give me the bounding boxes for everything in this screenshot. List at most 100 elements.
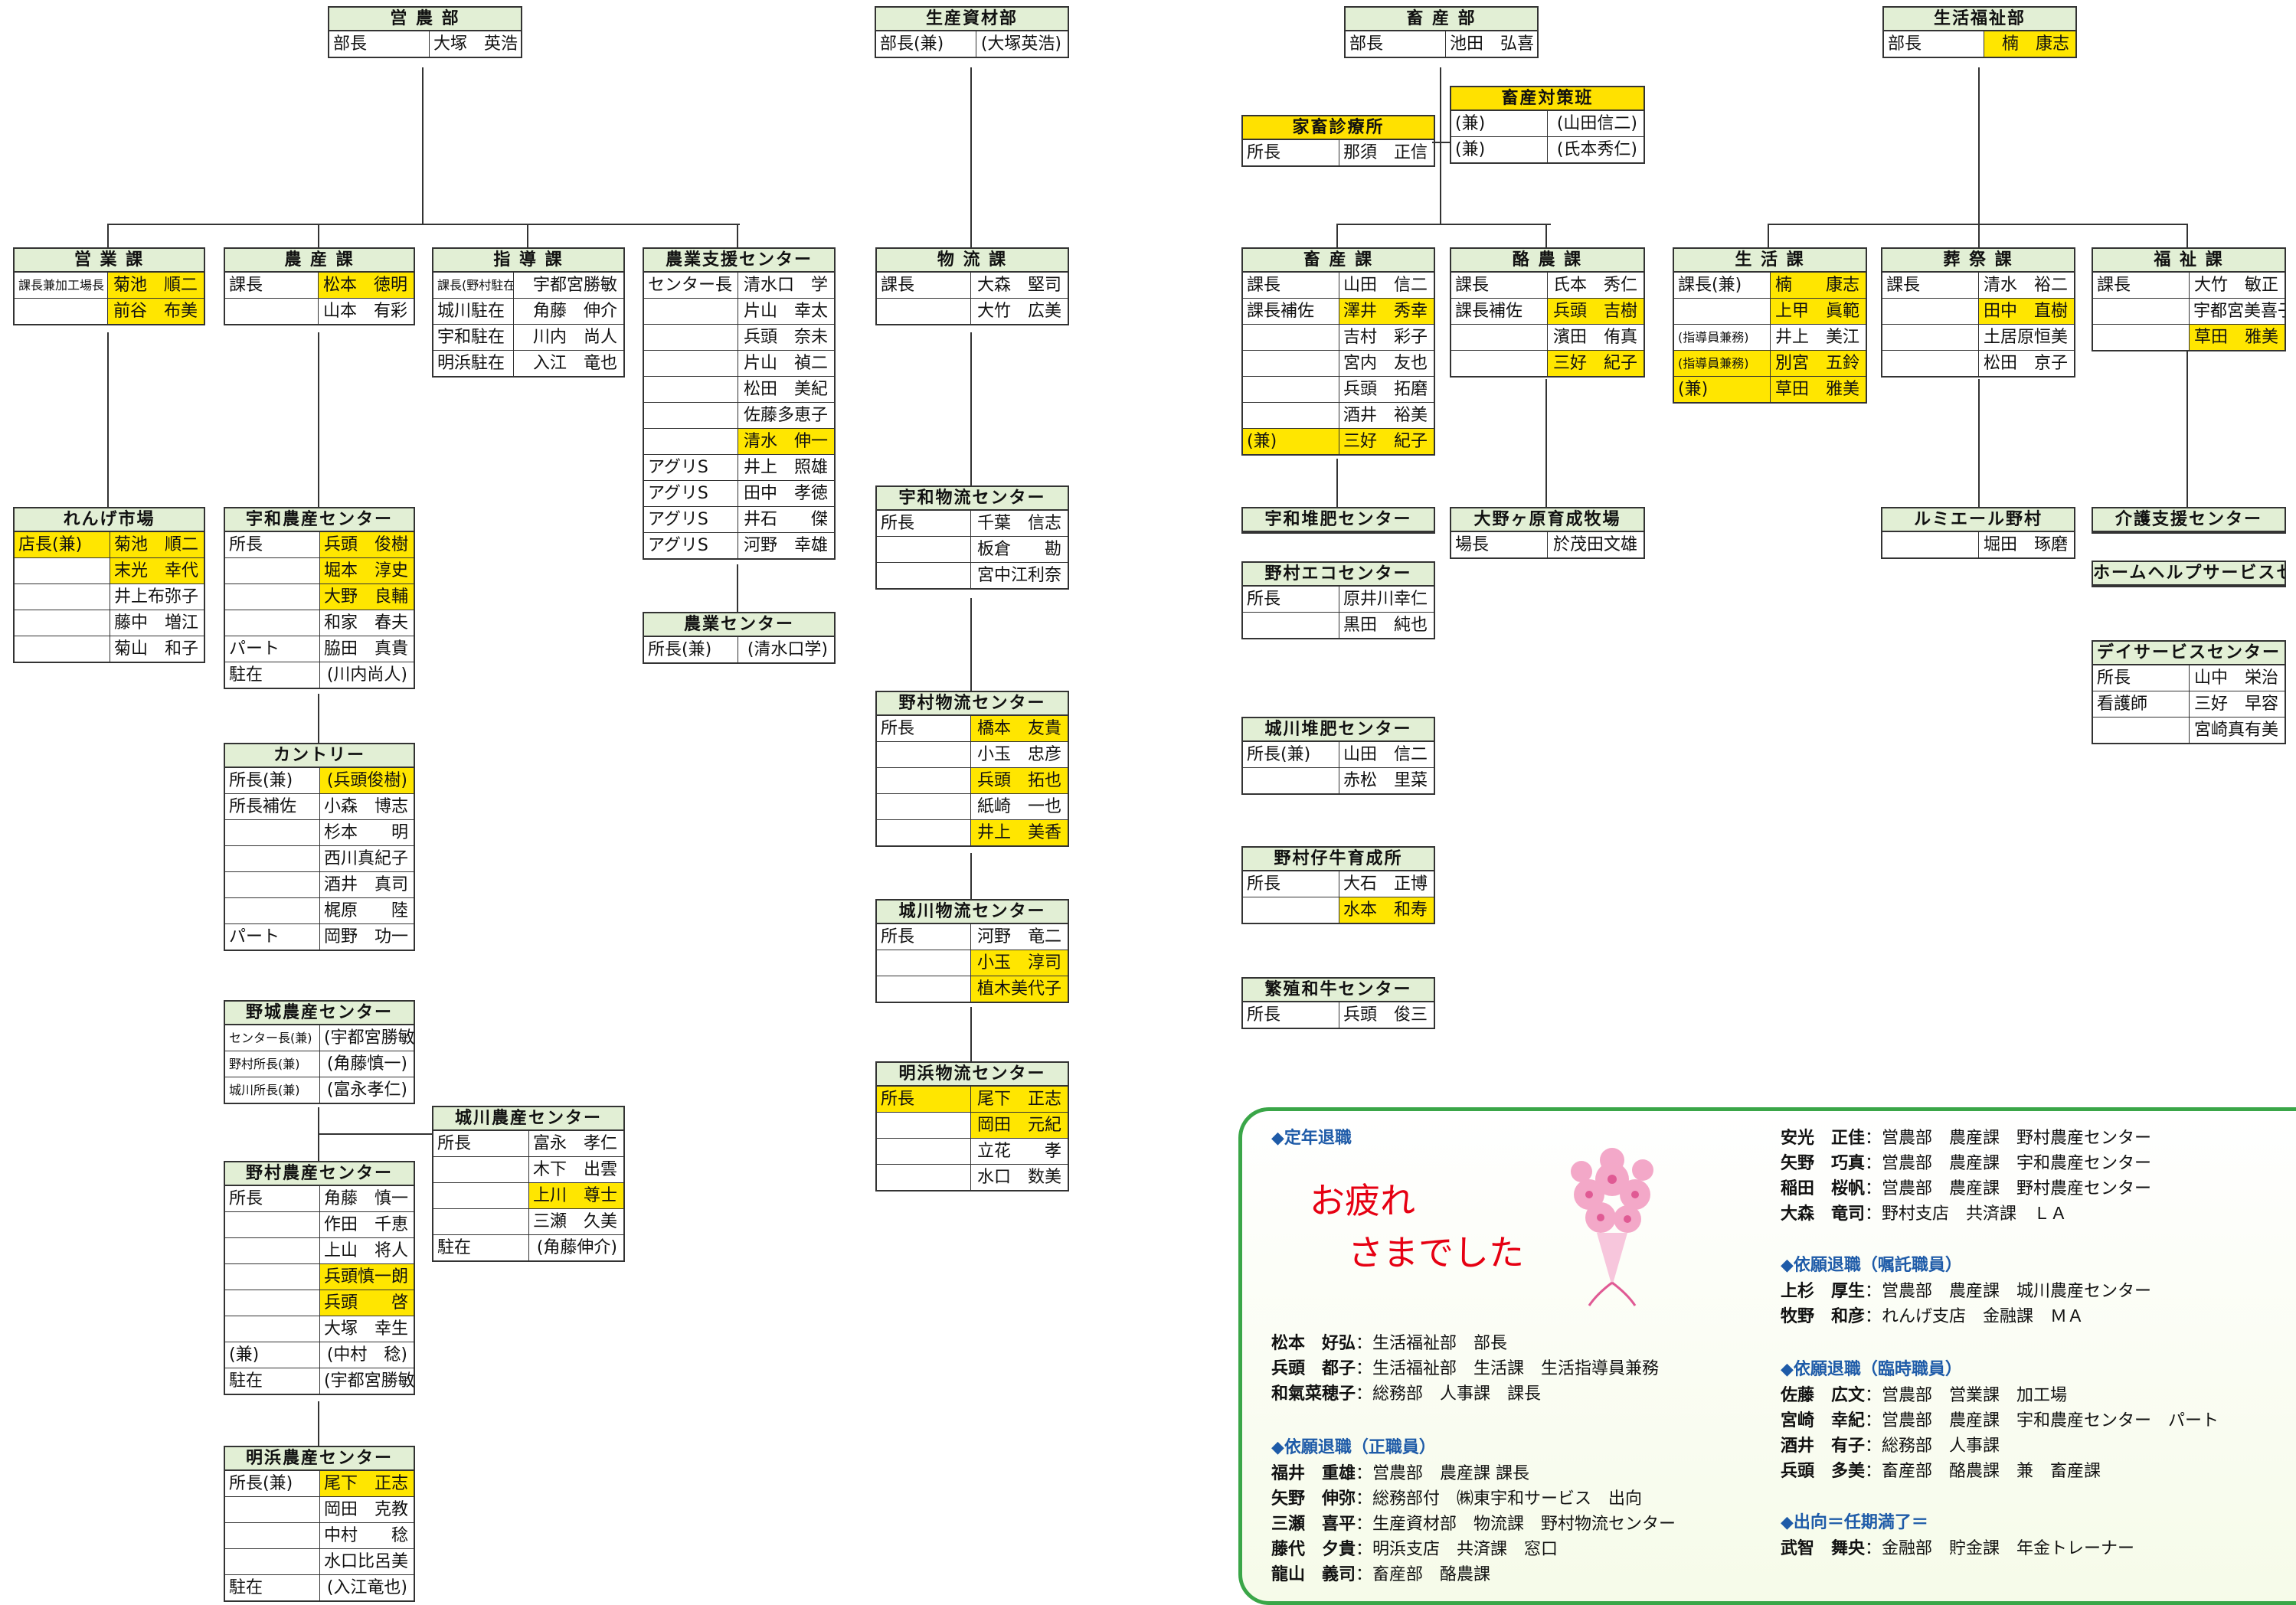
box-row: 場長於茂田文雄 [1451, 532, 1644, 557]
box-row: 所長那須 正信 [1243, 140, 1434, 165]
box-row: 明浜駐在入江 竜也 [433, 351, 623, 376]
retiree-desc: ：営農部 農産課 宇和農産センター [1865, 1154, 2152, 1173]
role-label [225, 299, 319, 324]
box-row: 所長富永 孝仁 [433, 1131, 623, 1157]
box-title: 明浜物流センター [877, 1063, 1068, 1087]
uwa-butsuryu-box: 宇和物流センター所長千葉 信志板倉 勘宮中江利奈 [875, 485, 1069, 590]
box-row: 堀本 淳史 [225, 558, 414, 584]
person-name: 大塚 英浩 [433, 34, 518, 54]
retiree-name: 矢野 巧真 [1781, 1154, 1866, 1173]
role-label [1882, 299, 1979, 324]
person-name: 井上布弥子 [114, 587, 199, 606]
role-label [877, 1165, 971, 1190]
role-label: 課長補佐 [1243, 299, 1339, 324]
box-row: 水口 数美 [877, 1165, 1068, 1190]
otsukare-text-2: さまでした [1348, 1232, 1524, 1273]
role-label: 所長 [877, 716, 971, 741]
role-label: (兼) [225, 1342, 320, 1368]
box-title: 営 農 部 [329, 8, 521, 31]
box-row: 課長補佐澤井 秀幸 [1243, 299, 1434, 325]
person-name: 赤松 里菜 [1343, 771, 1428, 790]
retiree-entry: 矢野 巧真：営農部 農産課 宇和農産センター [1781, 1151, 2151, 1176]
role-label [644, 377, 738, 402]
person-name: 井石 傑 [743, 510, 828, 529]
box-row: センター長(兼)(宇都宮勝敏) [225, 1025, 414, 1051]
role-label [15, 636, 110, 662]
role-label: (指導員兼務) [1674, 325, 1771, 350]
person-name: 杉本 明 [324, 823, 409, 842]
role-label: 宇和駐在 [433, 325, 514, 350]
retiree-entry: 三瀬 喜平：生産資材部 物流課 野村物流センター [1271, 1512, 1676, 1537]
box-title: 宇和堆肥センター [1243, 508, 1434, 532]
box-row: 藤中 増江 [15, 610, 204, 636]
connector-line [1978, 224, 1980, 247]
connector-line [318, 1401, 319, 1446]
nomura-butsuryu-box: 野村物流センター所長橋本 友貴小玉 忠彦兵頭 拓也紙崎 一也井上 美香 [875, 691, 1069, 847]
retiree-entry: 和氣菜穂子：総務部 人事課 課長 [1271, 1381, 1541, 1407]
box-row: 酒井 真司 [225, 872, 414, 898]
person-name: 三好 紀子 [1339, 429, 1434, 454]
fukushi-ka-box: 福 祉 課課長大竹 敏正宇都宮美喜子草田 雅美 [2092, 247, 2286, 351]
box-row: センター長清水口 学 [644, 273, 834, 299]
person-name: 三好 紀子 [1548, 351, 1644, 376]
person-name: 前谷 布美 [108, 299, 204, 324]
shidou-ka-box: 指 導 課課長(野村駐在)宇都宮勝敏城川駐在角藤 伸介宇和駐在川内 尚人明浜駐在… [432, 247, 625, 378]
person-name: 松田 美紀 [743, 380, 828, 399]
box-title: 野村仔牛育成所 [1243, 848, 1434, 871]
role-label [1243, 768, 1339, 793]
box-row: 田中 直樹 [1882, 299, 2074, 325]
box-row: 所長橋本 友貴 [877, 716, 1068, 742]
box-row: 大竹 広美 [877, 299, 1068, 324]
box-row: (兼)(氏本秀仁) [1451, 137, 1644, 162]
person-name: 楠 康志 [1771, 273, 1866, 298]
role-label [877, 537, 971, 562]
retiree-desc: ：営農部 農産課 城川農産センター [1865, 1282, 2152, 1301]
person-name: 千葉 信志 [976, 514, 1061, 533]
box-row: パート岡野 功一 [225, 924, 414, 950]
person-name: 澤井 秀幸 [1339, 299, 1434, 324]
box-row: 城川駐在角藤 伸介 [433, 299, 623, 325]
box-row: 課長氏本 秀仁 [1451, 273, 1644, 299]
box-row: 濱田 侑真 [1451, 325, 1644, 351]
retiree-entry: 安光 正佳：営農部 農産課 野村農産センター [1781, 1126, 2151, 1151]
role-label: センター長(兼) [225, 1025, 320, 1051]
box-row: 岡田 克教 [225, 1497, 414, 1523]
person-name: 角藤 伸介 [532, 302, 617, 321]
role-label [1451, 325, 1548, 350]
akehama-nousan-box: 明浜農産センター所長(兼)尾下 正志岡田 克教中村 稔水口比呂美駐在(入江竜也) [224, 1446, 415, 1602]
box-row: 兵頭 拓磨 [1243, 377, 1434, 403]
person-name: (氏本秀仁) [1556, 140, 1637, 159]
role-label [225, 898, 320, 923]
person-name: (宇都宮勝敏) [324, 1028, 414, 1048]
person-name: 清水 伸一 [738, 429, 834, 454]
retiree-entry: 武智 舞央：金融部 貯金課 年金トレーナー [1781, 1536, 2134, 1561]
depts-chikusan-box: 畜 産 部部長池田 弘喜 [1344, 6, 1539, 58]
person-name: 大竹 広美 [976, 302, 1061, 321]
retirement-notice [1238, 1107, 2296, 1605]
box-row: 上甲 眞範 [1674, 299, 1866, 325]
person-name: 兵頭 拓磨 [1343, 380, 1428, 399]
box-title: 明浜農産センター [225, 1447, 414, 1471]
box-title: 葬 祭 課 [1882, 249, 2074, 273]
box-row: 吉村 彩子 [1243, 325, 1434, 351]
rakunou-ka-box: 酪 農 課課長氏本 秀仁課長補佐兵頭 吉樹濱田 侑真三好 紀子 [1450, 247, 1645, 378]
person-name: 水口 数美 [976, 1168, 1061, 1187]
box-row: 部長大塚 英浩 [329, 31, 521, 57]
role-label [877, 299, 971, 324]
role-label [433, 1209, 529, 1234]
retiree-name: 矢野 伸弥 [1271, 1489, 1356, 1509]
person-name: 河野 竜二 [976, 927, 1061, 946]
role-label: (指導員兼務) [1674, 351, 1771, 376]
person-name: 別宮 五鈴 [1771, 351, 1866, 376]
person-name: 池田 弘喜 [1450, 34, 1535, 54]
shirokawa-taihi-box: 城川堆肥センター所長(兼)山田 信二赤松 里菜 [1241, 717, 1435, 795]
person-name: 堀田 琢磨 [1983, 535, 2068, 554]
retiree-desc: ：生産資材部 物流課 野村物流センター [1356, 1515, 1676, 1534]
role-label [15, 610, 110, 636]
box-row: 看護師三好 早容 [2093, 691, 2285, 718]
role-label: (兼) [1451, 111, 1548, 136]
role-label [877, 768, 971, 793]
connector-line [970, 598, 972, 691]
person-name: (山田信二) [1556, 114, 1637, 133]
